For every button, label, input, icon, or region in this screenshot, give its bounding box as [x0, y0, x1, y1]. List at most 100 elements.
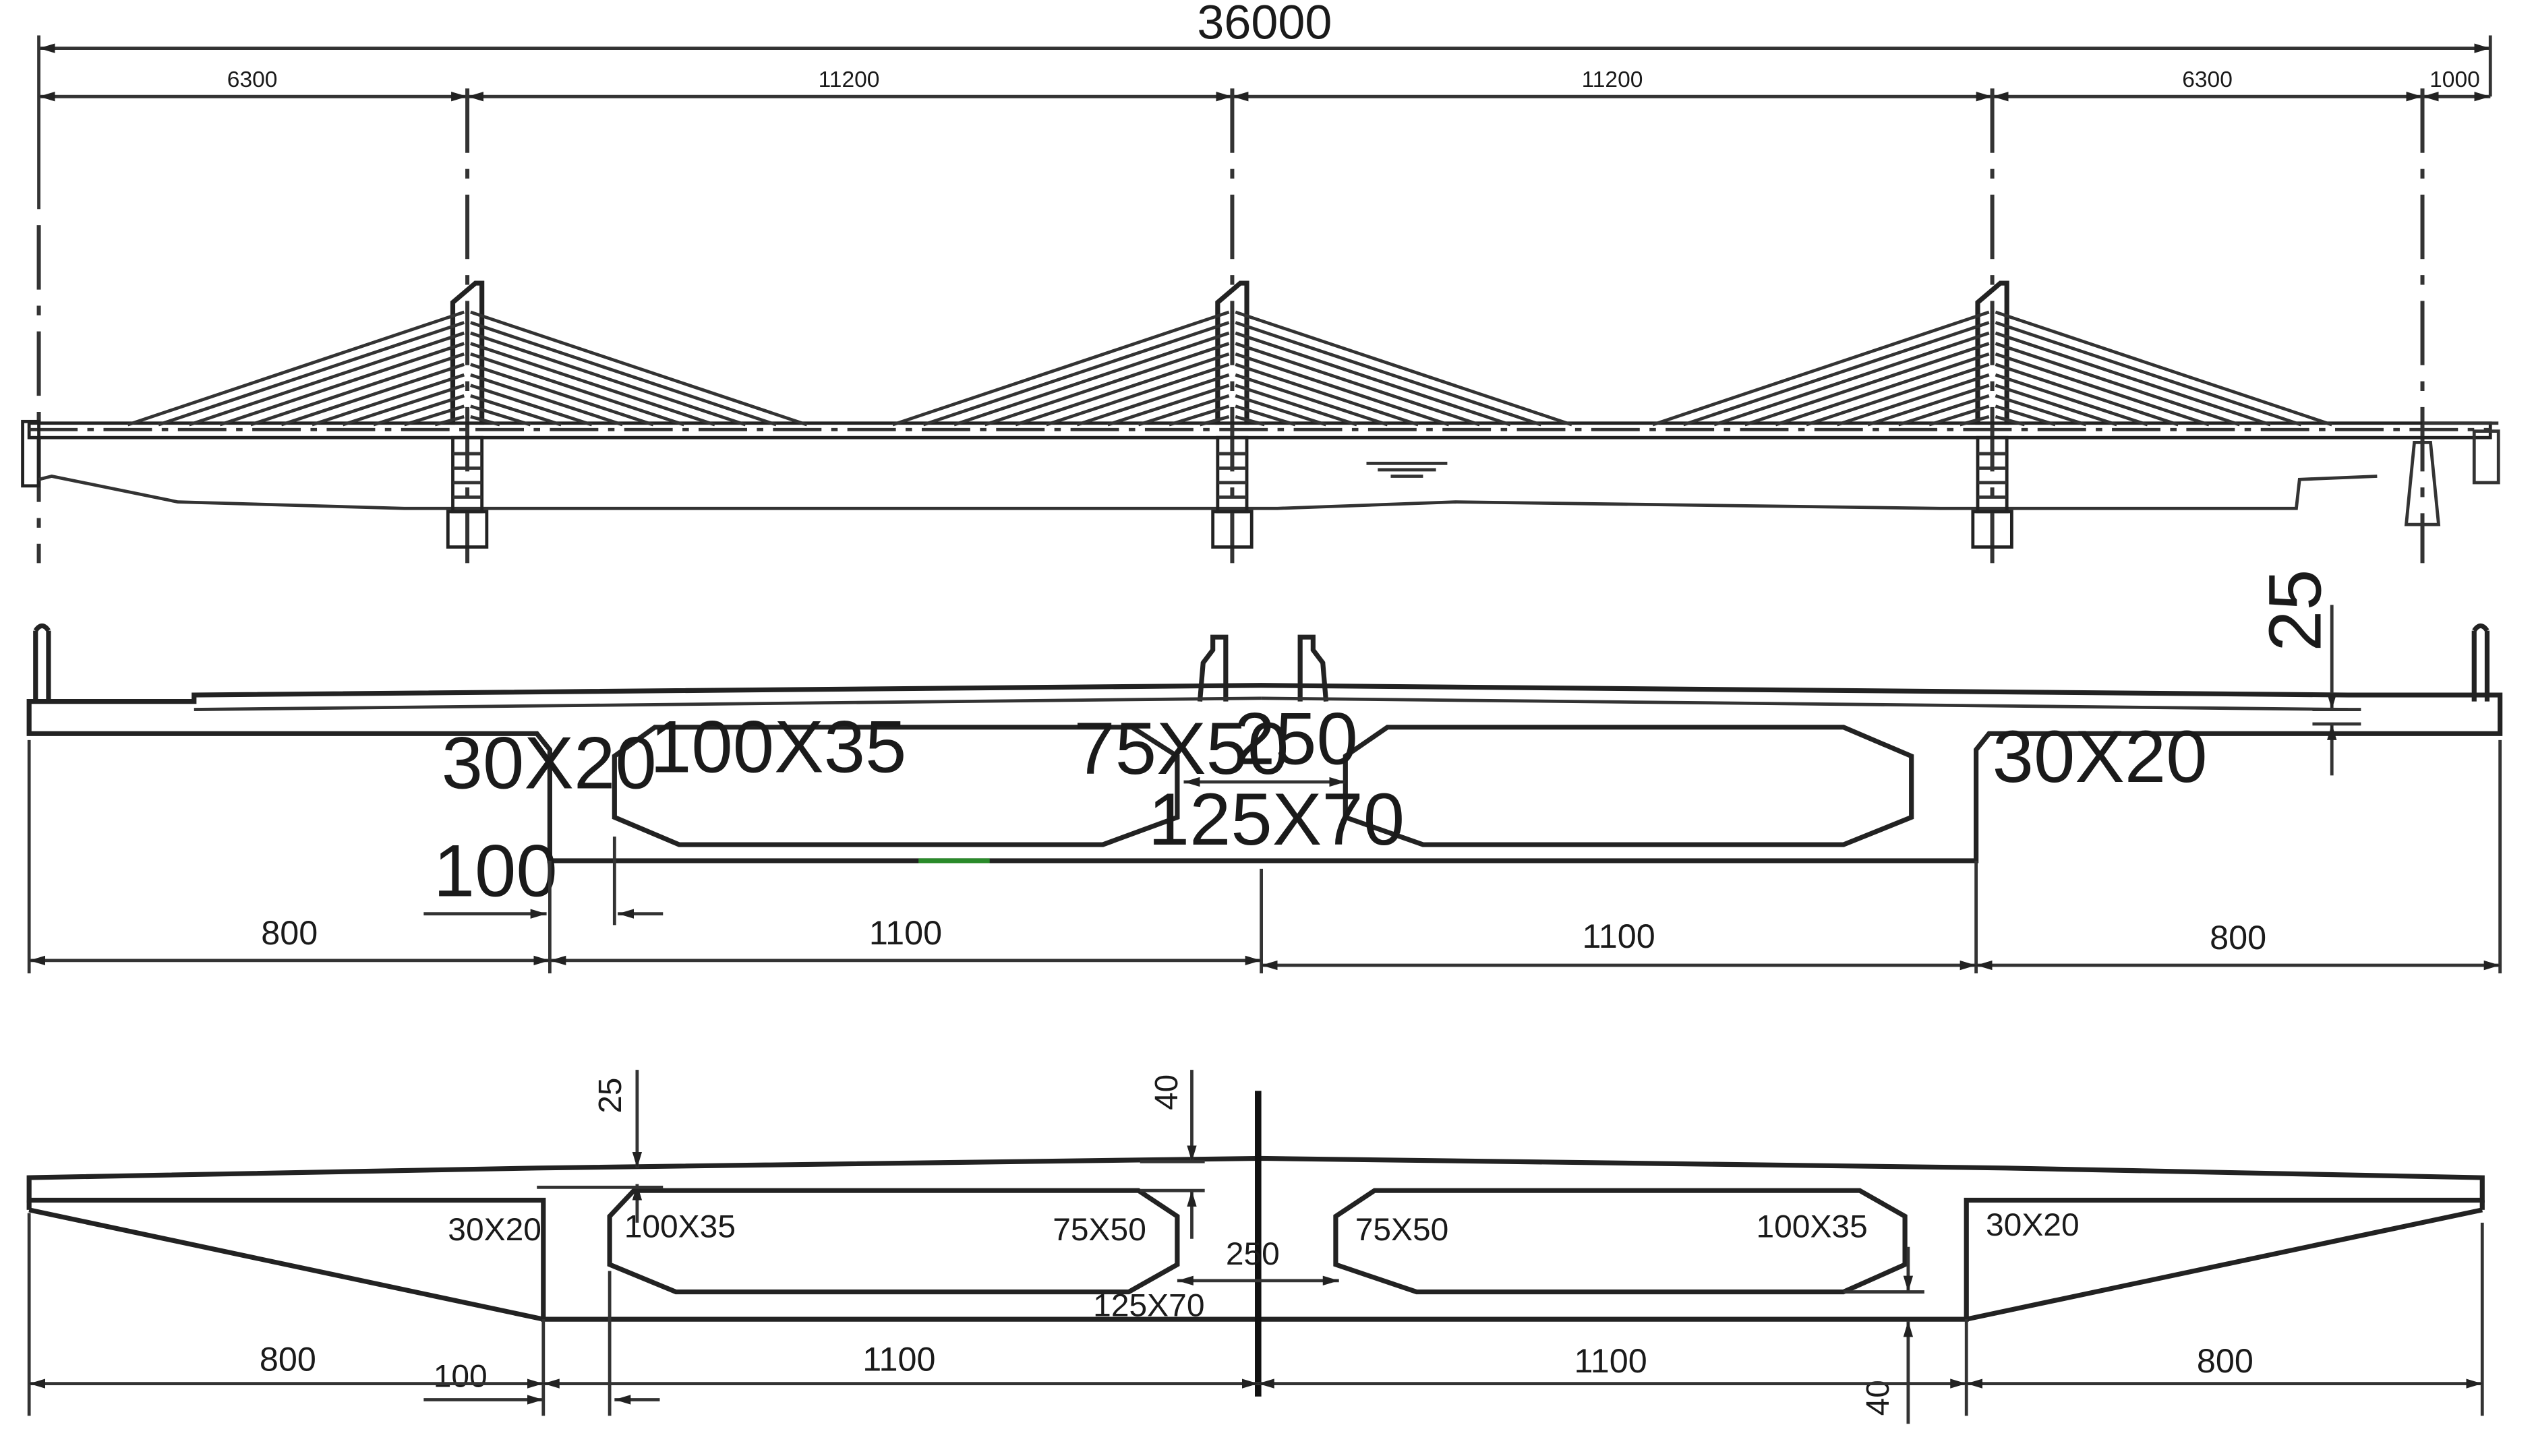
s2-chamfer-right-outer: 100X35	[1756, 1209, 1867, 1245]
section1-cell-right	[1343, 725, 1914, 847]
s1-chamfer-top-right: 75X50	[1073, 707, 1289, 790]
s2-width-4: 800	[2197, 1342, 2253, 1380]
span-dimensions: 6300 11200 11200 6300 1000	[38, 67, 2491, 102]
s1-gap-label: 250	[1234, 698, 1358, 781]
s1-fillet-right: 30X20	[1993, 715, 2208, 798]
footing-2	[1211, 510, 1254, 549]
cable-left-2-7	[1076, 373, 1230, 427]
cable-left-2-10	[1169, 404, 1230, 427]
cable-right-3-3	[1995, 331, 2271, 427]
pylon-3	[1975, 280, 2009, 425]
cable-right-1-6	[470, 363, 654, 427]
cable-right-3-11	[1995, 415, 2026, 427]
cable-left-1-3	[188, 331, 465, 427]
pylons	[127, 280, 2332, 549]
s2-fillet-left: 30X20	[448, 1212, 541, 1248]
cable-left-1-5	[249, 352, 465, 427]
s2-wall-label: 100	[434, 1358, 488, 1394]
cable-right-3-4	[1995, 342, 2241, 427]
cable-left-2-1	[892, 310, 1230, 427]
cable-left-2-9	[1138, 394, 1230, 427]
cable-left-1-7	[312, 373, 465, 427]
median-barrier-left	[1197, 634, 1229, 702]
s2-width-3: 1100	[1574, 1342, 1647, 1380]
s1-chamfer-bottom: 125X70	[1148, 778, 1405, 861]
cable-right-3-2	[1995, 321, 2302, 427]
pylon-1	[450, 280, 485, 425]
s1-width-3: 1100	[1582, 917, 1655, 955]
cable-right-2-2	[1235, 321, 1542, 427]
pylon-2	[1215, 280, 1249, 425]
cable-left-2-2	[922, 321, 1230, 427]
cable-right-1-4	[470, 342, 715, 427]
cable-left-2-11	[1199, 415, 1230, 427]
cable-left-3-6	[1806, 363, 1990, 427]
s2-gap-label: 250	[1226, 1236, 1280, 1272]
s1-fillet-left: 30X20	[442, 722, 657, 805]
cable-right-3-9	[1995, 394, 2087, 427]
s1-wall-label: 100	[434, 830, 558, 913]
cable-left-3-7	[1836, 373, 1990, 427]
cable-right-1-1	[470, 310, 808, 427]
s1-chamfer-top-left: 100X35	[650, 706, 906, 789]
cable-right-2-11	[1235, 415, 1266, 427]
s2-width-dimensions: 800 1100 1100 800	[27, 1213, 2484, 1416]
water-level	[1366, 461, 1448, 478]
span-label-3: 11200	[1582, 67, 1643, 92]
s2-chamfer-bottom: 125X70	[1093, 1287, 1204, 1323]
cable-right-3-7	[1995, 373, 2148, 427]
cable-right-3-6	[1995, 363, 2179, 427]
cable-right-1-3	[470, 331, 746, 427]
s2-chamfer-left-inner: 75X50	[1053, 1212, 1146, 1248]
span-label-2: 11200	[819, 67, 880, 92]
span-label-4: 6300	[2182, 67, 2233, 92]
cable-right-2-10	[1235, 404, 1296, 427]
cable-left-3-3	[1713, 331, 1990, 427]
cable-left-1-8	[342, 384, 465, 427]
s2-bottom-thickness: 40	[1860, 1380, 1896, 1416]
s2-chamfer-left-outer: 100X35	[624, 1209, 736, 1245]
s2-top-thickness-edge: 25	[593, 1078, 628, 1114]
cable-left-1-4	[219, 342, 465, 427]
cable-left-1-6	[281, 363, 465, 427]
s1-width-dimensions: 800 1100 1100 800	[27, 739, 2502, 973]
footing-3	[1971, 510, 2013, 549]
footing-1	[446, 510, 489, 549]
cable-right-2-1	[1235, 310, 1572, 427]
cable-right-1-5	[470, 352, 685, 427]
cable-left-2-8	[1107, 384, 1230, 427]
section1-cell-left	[612, 725, 1180, 847]
pier-centerlines	[36, 88, 2425, 564]
cable-left-2-6	[1045, 363, 1230, 427]
ground-profile	[38, 475, 2378, 510]
cable-left-2-3	[953, 331, 1230, 427]
cable-right-3-8	[1995, 384, 2118, 427]
right-parapet	[2471, 623, 2490, 702]
overall-dimension: 36000	[37, 0, 2492, 210]
cable-right-1-7	[470, 373, 624, 427]
cable-left-3-5	[1775, 352, 1990, 427]
s2-fillet-right: 30X20	[1986, 1207, 2080, 1243]
s2-width-1: 800	[260, 1341, 316, 1378]
elevation-view: 36000 6300 11200 11200 6300 1000	[21, 0, 2500, 564]
cable-left-3-10	[1928, 404, 1990, 427]
s1-width-1: 800	[261, 914, 318, 952]
s2-chamfer-right-inner: 75X50	[1355, 1212, 1449, 1248]
cable-left-1-10	[403, 404, 465, 427]
cable-left-2-5	[1015, 352, 1230, 427]
span-label-1: 6300	[227, 67, 278, 92]
cable-left-3-11	[1959, 415, 1990, 427]
s1-deck-thickness: 25	[2253, 570, 2336, 652]
cable-right-2-6	[1235, 363, 1419, 427]
cable-left-3-9	[1897, 394, 1990, 427]
section1-deck	[26, 683, 2503, 863]
cable-left-1-1	[127, 310, 465, 427]
cable-right-2-7	[1235, 373, 1388, 427]
median-barrier-right	[1297, 634, 1329, 702]
s2-top-thickness-center: 40	[1149, 1074, 1185, 1110]
section2-cell-left	[607, 1188, 1180, 1295]
cable-right-3-5	[1995, 352, 2210, 427]
cable-right-1-10	[470, 404, 531, 427]
left-parapet	[33, 623, 51, 702]
